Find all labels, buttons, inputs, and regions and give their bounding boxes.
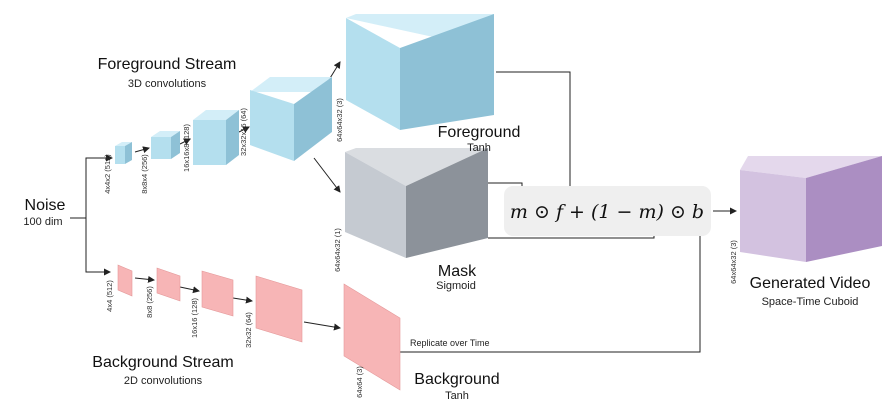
bg-to-background-arrow [303, 321, 341, 331]
bg-layer-4-plane [255, 275, 303, 343]
noise-to-fg-arrow [70, 154, 113, 219]
foreground-dims: 64x64x32 (3) [335, 98, 344, 142]
foreground-title: Foreground [438, 124, 521, 141]
fg-cuboid-top [193, 110, 239, 120]
fg-cuboid-front [115, 146, 125, 164]
fg-layer-3-label: 16x16x8 (128) [182, 124, 191, 172]
fg-cuboid-front [193, 120, 226, 165]
gen-cuboid-top [740, 156, 882, 178]
fg-layer-2-cuboid [151, 131, 180, 159]
mask-dims: 64x64x32 (1) [333, 228, 342, 272]
fg-arrow-1 [134, 146, 150, 154]
bg-layer-2-plane [156, 267, 181, 302]
mask-title: Mask [438, 263, 477, 280]
generated-title: Generated Video [750, 275, 871, 292]
mask-cuboid-front [345, 152, 406, 258]
background-stream-title: Background Stream [92, 354, 233, 371]
background-title: Background [414, 371, 499, 388]
background-dims: 64x64 (3) [355, 366, 364, 398]
mask-output-cuboid [345, 148, 488, 258]
fg-cuboid-front [346, 18, 400, 130]
background-stream-sub: 2D convolutions [124, 375, 203, 387]
bg-arrow-3 [232, 296, 253, 304]
fg-cuboid-side [226, 110, 239, 165]
bg-layer-1-label: 4x4 (512) [105, 280, 114, 312]
fg-arrow-2 [179, 138, 191, 145]
gen-cuboid-front [740, 170, 806, 262]
foreground-stream-sub: 3D convolutions [128, 78, 207, 90]
fg-arrow-3 [238, 126, 250, 133]
bg-layer-2-label: 8x8 (256) [145, 286, 154, 318]
replicate-arrow [400, 221, 704, 353]
bg-layer-4-label: 32x32 (64) [244, 312, 253, 348]
fg-layer-2-label: 8x8x4 (256) [140, 154, 149, 194]
foreground-output-cuboid [346, 14, 494, 130]
replicate-label: Replicate over Time [410, 338, 490, 348]
bg-layer-3-label: 16x16 (128) [190, 297, 199, 338]
foreground-sub: Tanh [467, 142, 491, 154]
generated-dims: 64x64x32 (3) [729, 240, 738, 284]
mask-cuboid-side [406, 148, 488, 258]
fg-cuboid-side [125, 142, 132, 164]
generated-sub: Space-Time Cuboid [762, 296, 859, 308]
noise-to-bg-arrow [85, 218, 111, 276]
fg-cuboid-side [294, 77, 332, 161]
fg-cuboid-front [250, 90, 294, 161]
fg-layer-3-cuboid [193, 110, 239, 165]
equation-text: m ⊙ f + (1 − m) ⊙ b [510, 201, 704, 223]
fg-cuboid-side [400, 14, 494, 130]
background-sub: Tanh [445, 390, 469, 402]
noise-sub: 100 dim [23, 216, 62, 228]
bg-layer-3-plane [201, 270, 234, 317]
fg-cuboid-top [250, 77, 332, 92]
noise-title: Noise [25, 197, 66, 214]
fg-to-mask-arrow [313, 157, 341, 193]
fg-layer-4-cuboid [250, 77, 332, 161]
bg-arrow-1 [134, 275, 155, 283]
fg-cuboid-side [171, 131, 180, 159]
mask-cuboid-top [345, 148, 488, 186]
fg-layer-1-cuboid [115, 142, 132, 164]
fg-layer-1-label: 4x4x2 (512) [103, 154, 112, 194]
fg-cuboid-front [151, 137, 171, 159]
mask-sub: Sigmoid [436, 280, 476, 292]
bg-layer-1-plane [117, 264, 133, 297]
bg-arrow-2 [179, 286, 200, 294]
gen-cuboid-side [806, 156, 882, 262]
background-output-plane [343, 283, 401, 391]
generated-video-cuboid [740, 156, 882, 262]
fg-layer-4-label: 32x32x16 (64) [239, 108, 248, 156]
foreground-stream-title: Foreground Stream [98, 56, 237, 73]
fg-cuboid-top [151, 131, 180, 137]
foreground-to-eq-arrow [496, 71, 574, 199]
equation-box [504, 186, 711, 236]
fg-cuboid-top [115, 142, 132, 146]
